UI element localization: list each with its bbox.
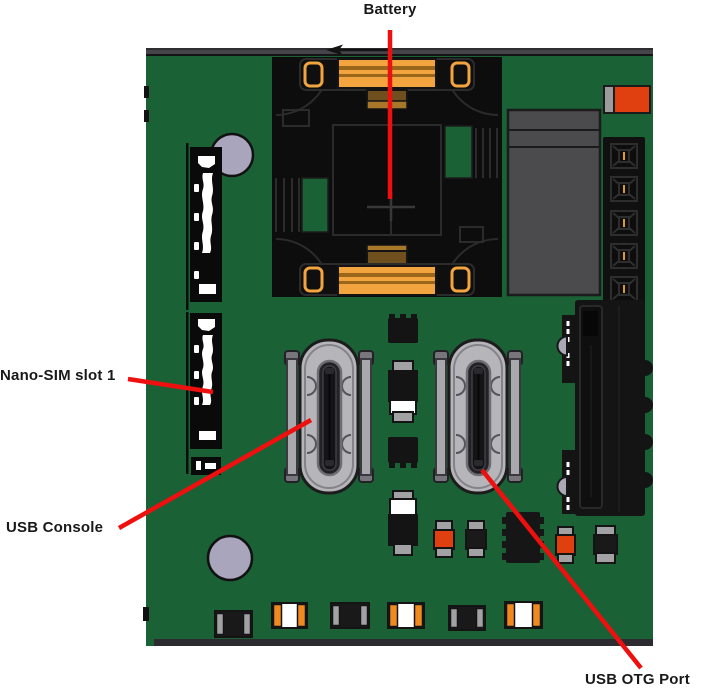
smd-resistor-3 bbox=[448, 605, 486, 631]
usb-otg-callout-line bbox=[480, 468, 643, 670]
battery-clip-bottom bbox=[299, 244, 475, 296]
usb-console-callout-line bbox=[117, 418, 313, 530]
sim-slot-rails bbox=[186, 143, 189, 474]
smd-diode-2 bbox=[388, 490, 418, 556]
board-edge-notches bbox=[143, 86, 149, 621]
smd-resistor-2 bbox=[330, 602, 370, 629]
smd-capacitor-1 bbox=[271, 602, 308, 629]
rf-shield-can bbox=[506, 108, 602, 297]
usb-console-connector bbox=[283, 338, 375, 495]
smd-ic-small-top bbox=[388, 314, 418, 343]
board-top-edge bbox=[146, 48, 653, 56]
nano-sim-slot-upper bbox=[190, 147, 222, 302]
smd-cap-black-2 bbox=[593, 525, 618, 564]
smd-cap-orange-2 bbox=[555, 526, 576, 564]
smd-diode-1 bbox=[388, 360, 418, 423]
red-smd-component bbox=[603, 85, 651, 114]
smd-resistor-1 bbox=[214, 610, 253, 638]
pin-header-5pin bbox=[603, 137, 645, 305]
nano-sim-slot-1-label: Nano-SIM slot 1 bbox=[0, 367, 116, 384]
battery-clip-top bbox=[299, 58, 475, 110]
usb-otg-port-label: USB OTG Port bbox=[585, 671, 690, 688]
board-bottom-edge bbox=[154, 639, 653, 646]
battery-label: Battery bbox=[363, 1, 417, 18]
annotation-lines bbox=[117, 30, 643, 670]
usb-otg-connector bbox=[432, 338, 524, 495]
mounting-hole-bottom bbox=[206, 534, 254, 582]
smd-cap-orange-1 bbox=[433, 520, 455, 558]
smd-ic-small-mid bbox=[388, 437, 418, 468]
battery-holder bbox=[272, 57, 502, 297]
usb-console-label: USB Console bbox=[6, 519, 104, 536]
black-board-connector bbox=[556, 300, 653, 516]
nano-sim-callout-line bbox=[127, 376, 214, 395]
smd-capacitor-2 bbox=[387, 602, 425, 629]
direction-arrow bbox=[326, 44, 389, 56]
smd-cap-black-1 bbox=[465, 520, 487, 558]
smd-capacitor-3 bbox=[504, 601, 543, 629]
nano-sim-slot-lower bbox=[190, 313, 222, 475]
